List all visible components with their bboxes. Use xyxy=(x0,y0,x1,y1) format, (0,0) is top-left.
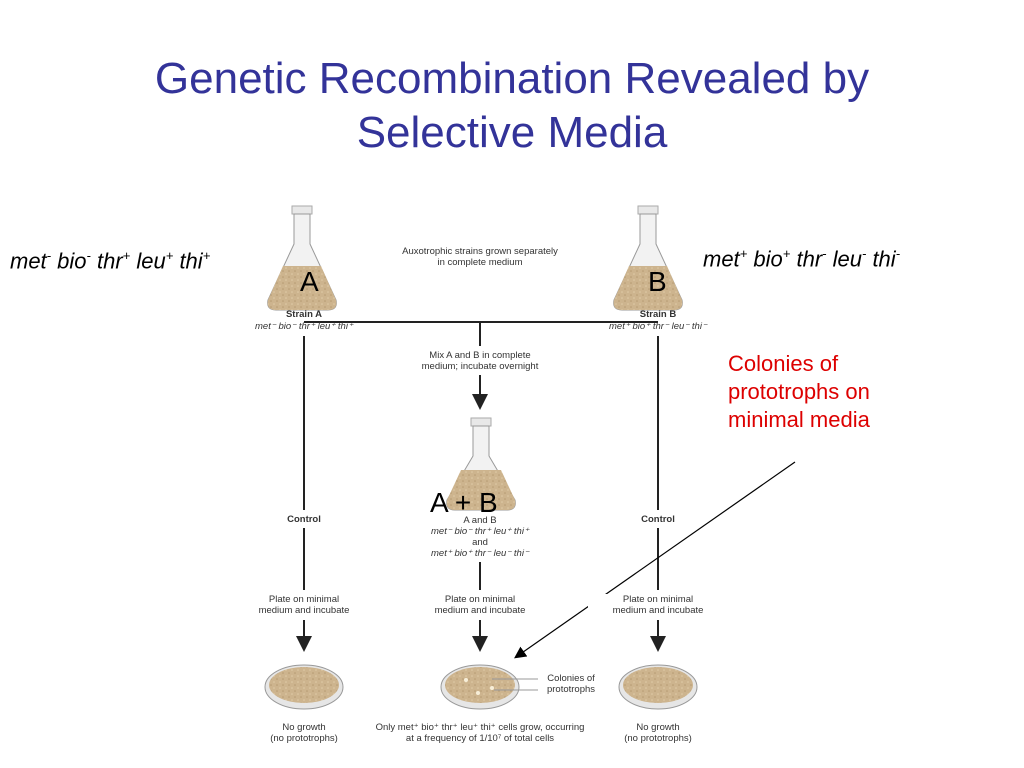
label-a: A xyxy=(300,266,319,297)
flask-b-icon xyxy=(613,205,683,311)
colonies-caption: Colonies of prototrophs xyxy=(546,673,596,695)
mix-caption: Mix A and B in complete medium; incubate… xyxy=(421,350,539,372)
strain-b-genotype: met⁺ bio⁺ thr⁻ leu⁻ thi⁻ xyxy=(609,321,707,332)
flask-ab-icon xyxy=(446,417,516,511)
title-line-1: Genetic Recombination Revealed by xyxy=(154,54,870,103)
no-growth-left: No growth (no prototrophs) xyxy=(270,722,338,744)
control-left: Control xyxy=(264,514,344,525)
strain-a-genotype: met⁻ bio⁻ thr⁺ leu⁺ thi⁺ xyxy=(255,321,353,332)
control-right: Control xyxy=(618,514,698,525)
label-a-plus-b: A + B xyxy=(430,487,498,518)
strain-a-label: Strain A xyxy=(285,309,323,320)
strain-b-label: Strain B xyxy=(639,309,677,320)
slide-title: Genetic Recombination Revealed by Select… xyxy=(0,52,1024,160)
plate-caption-right: Plate on minimal medium and incubate xyxy=(588,594,728,616)
genotype-left: met- bio- thr+ leu+ thi+ xyxy=(10,248,211,274)
red-note: Colonies of prototrophs on minimal media xyxy=(728,351,870,432)
genotype-right: met+ bio+ thr- leu- thi- xyxy=(703,246,901,272)
plate-right-icon xyxy=(618,664,698,710)
grown-separately-caption: Auxotrophic strains grown separately in … xyxy=(402,246,558,268)
ab-caption: A and B met⁻ bio⁻ thr⁺ leu⁺ thi⁺ and met… xyxy=(431,515,529,559)
plate-caption-left: Plate on minimal medium and incubate xyxy=(234,594,374,616)
only-grow-caption: Only met⁺ bio⁺ thr⁺ leu⁺ thi⁺ cells grow… xyxy=(375,722,585,744)
title-line-2: Selective Media xyxy=(356,108,668,157)
no-growth-right: No growth (no prototrophs) xyxy=(624,722,692,744)
label-b: B xyxy=(648,266,667,297)
plate-left-icon xyxy=(264,664,344,710)
flask-a-icon xyxy=(267,205,337,311)
plate-center-icon xyxy=(440,664,520,710)
plate-caption-center: Plate on minimal medium and incubate xyxy=(410,594,550,616)
